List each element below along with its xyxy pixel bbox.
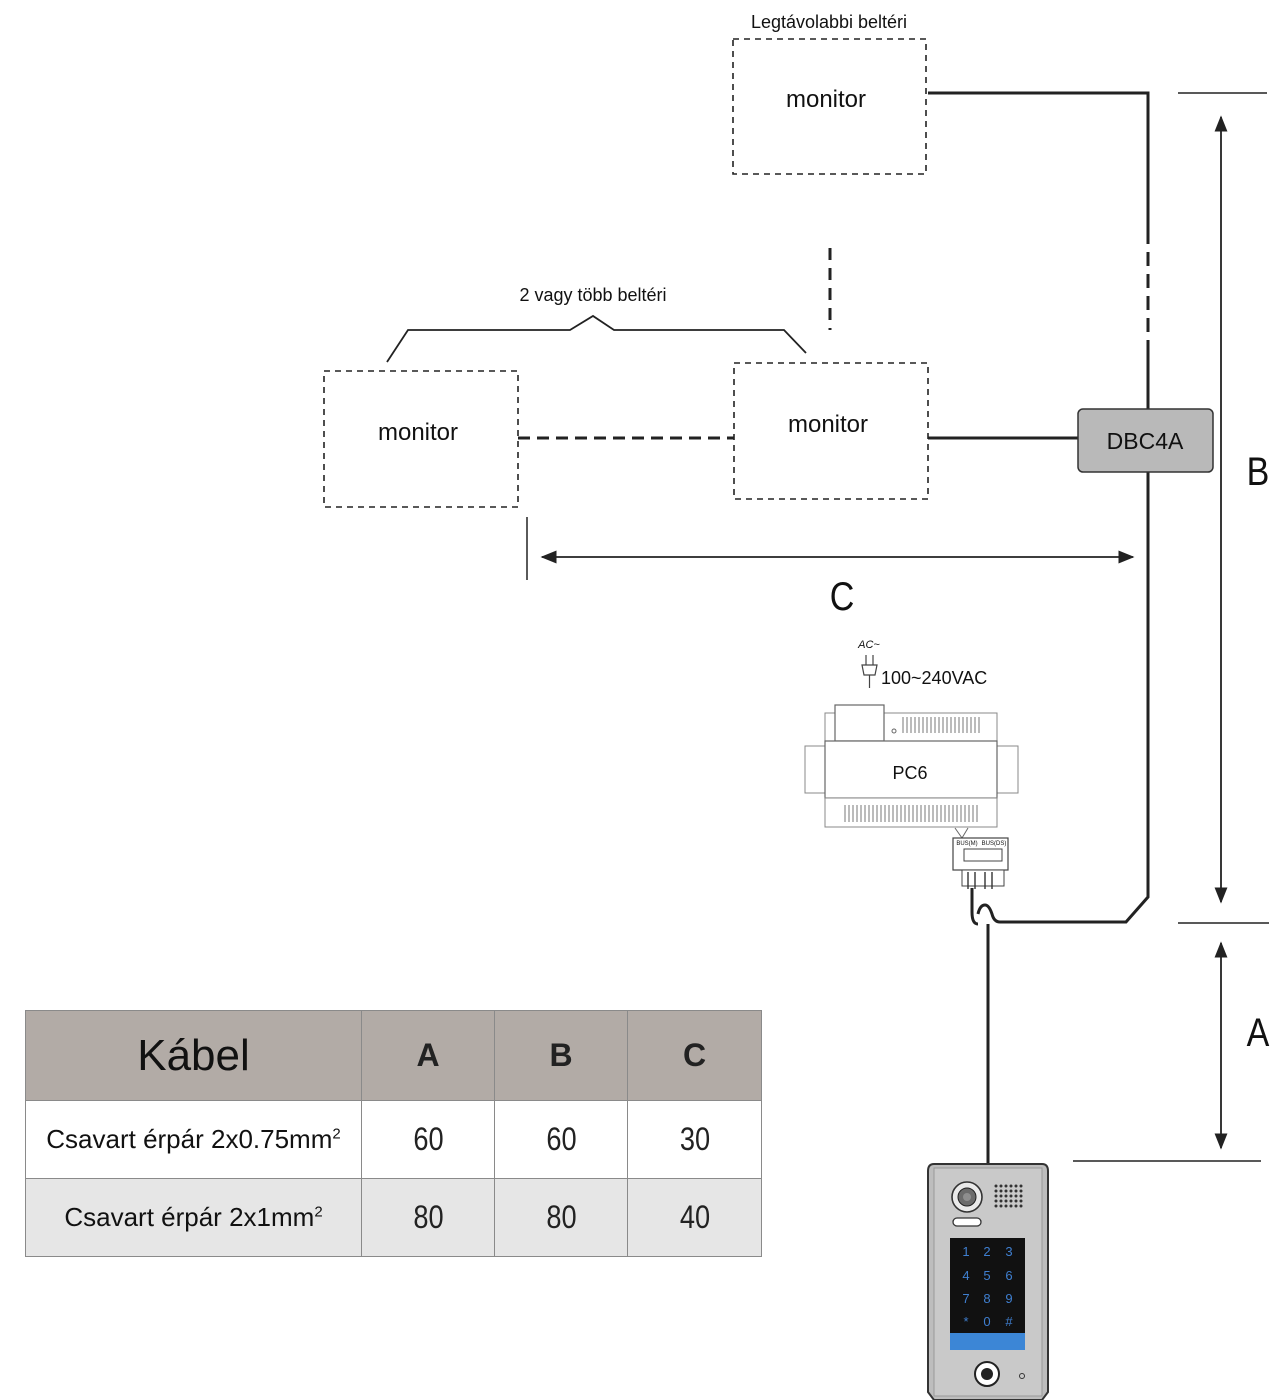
length-a-cell: 80 — [371, 1178, 485, 1257]
monitor-right: monitor — [733, 362, 929, 500]
dimension-c-label: C — [830, 573, 855, 618]
length-c-cell: 40 — [637, 1178, 752, 1257]
keypad-key: 0 — [983, 1314, 990, 1329]
farthest-indoor-label: Legtávolabbi beltéri — [751, 12, 907, 32]
cable-type-cell: Csavart érpár 2x0.75mm2 — [25, 1100, 362, 1179]
cable-type-cell: Csavart érpár 2x1mm2 — [25, 1178, 362, 1257]
column-header-b: B — [494, 1010, 628, 1101]
pc6-power-supply: AC~ 100~240VAC PC6 — [804, 639, 1019, 889]
keypad-screen — [950, 1238, 1025, 1333]
keypad-key: 7 — [962, 1291, 969, 1306]
table-header-row: Kábel A B C — [25, 1010, 762, 1101]
length-a-cell: 60 — [371, 1100, 485, 1179]
keypad-key: 8 — [983, 1291, 990, 1306]
keypad-strip — [950, 1333, 1025, 1350]
dbc4a-box: DBC4A — [1077, 408, 1214, 473]
dbc4a-label: DBC4A — [1107, 428, 1184, 454]
bus-terminal-block — [952, 837, 1009, 871]
keypad-key: # — [1005, 1314, 1013, 1329]
voltage-label: 100~240VAC — [881, 668, 987, 688]
cable-type-name: Csavart érpár 2x0.75mm — [46, 1124, 333, 1154]
cable-length-table: Kábel A B C Csavart érpár 2x0.75mm2 60 6… — [25, 1010, 762, 1257]
cable-header: Kábel — [25, 1010, 362, 1101]
two-or-more-indoor-label: 2 vagy több beltéri — [519, 285, 666, 305]
keypad-key: 5 — [983, 1268, 990, 1283]
top-vent-grille — [902, 717, 980, 733]
dimension-c: C — [526, 517, 1135, 619]
dimension-a-label: A — [1247, 1009, 1270, 1054]
length-c-cell: 30 — [637, 1100, 752, 1179]
cable-type-name: Csavart érpár 2x1mm — [64, 1202, 315, 1232]
monitor-top: monitor — [732, 38, 927, 175]
keypad-key: 6 — [1005, 1268, 1012, 1283]
cable-type-unit-sup: 2 — [332, 1125, 341, 1143]
keypad: 1 2 3 4 5 6 7 8 9 * 0 # — [962, 1244, 1013, 1329]
keypad-key: 3 — [1005, 1244, 1012, 1259]
ac-symbol-label: AC~ — [857, 639, 880, 651]
pc6-label: PC6 — [892, 763, 927, 783]
bus-wiring — [928, 91, 1150, 1164]
length-b-cell: 60 — [504, 1100, 618, 1179]
dimension-a: A — [1073, 922, 1270, 1162]
ac-plug-icon — [861, 655, 878, 688]
table-row: Csavart érpár 2x0.75mm2 60 60 30 — [25, 1100, 762, 1179]
speaker-grille-icon — [994, 1184, 1023, 1208]
monitor-top-label: monitor — [786, 86, 866, 113]
monitor-right-label: monitor — [788, 411, 868, 438]
bottom-vent-grille — [844, 805, 978, 822]
keypad-key: 1 — [962, 1244, 969, 1259]
keypad-key: * — [963, 1314, 968, 1329]
keypad-key: 9 — [1005, 1291, 1012, 1306]
column-header-c: C — [627, 1010, 762, 1101]
length-b-cell: 80 — [504, 1178, 618, 1257]
brace — [386, 314, 807, 363]
column-header-a: A — [361, 1010, 495, 1101]
dimension-b-label: B — [1247, 448, 1270, 493]
dimension-b: B — [1178, 92, 1270, 904]
door-station: 1 2 3 4 5 6 7 8 9 * 0 # — [927, 1163, 1049, 1400]
keypad-key: 4 — [962, 1268, 969, 1283]
bus-m-label: BUS(M) — [956, 841, 977, 847]
bus-ds-label: BUS(DS) — [982, 841, 1007, 847]
keypad-key: 2 — [983, 1244, 990, 1259]
monitor-left-label: monitor — [378, 419, 458, 446]
monitor-left: monitor — [323, 370, 519, 508]
table-row: Csavart érpár 2x1mm2 80 80 40 — [25, 1178, 762, 1257]
cable-type-unit-sup: 2 — [314, 1203, 323, 1221]
